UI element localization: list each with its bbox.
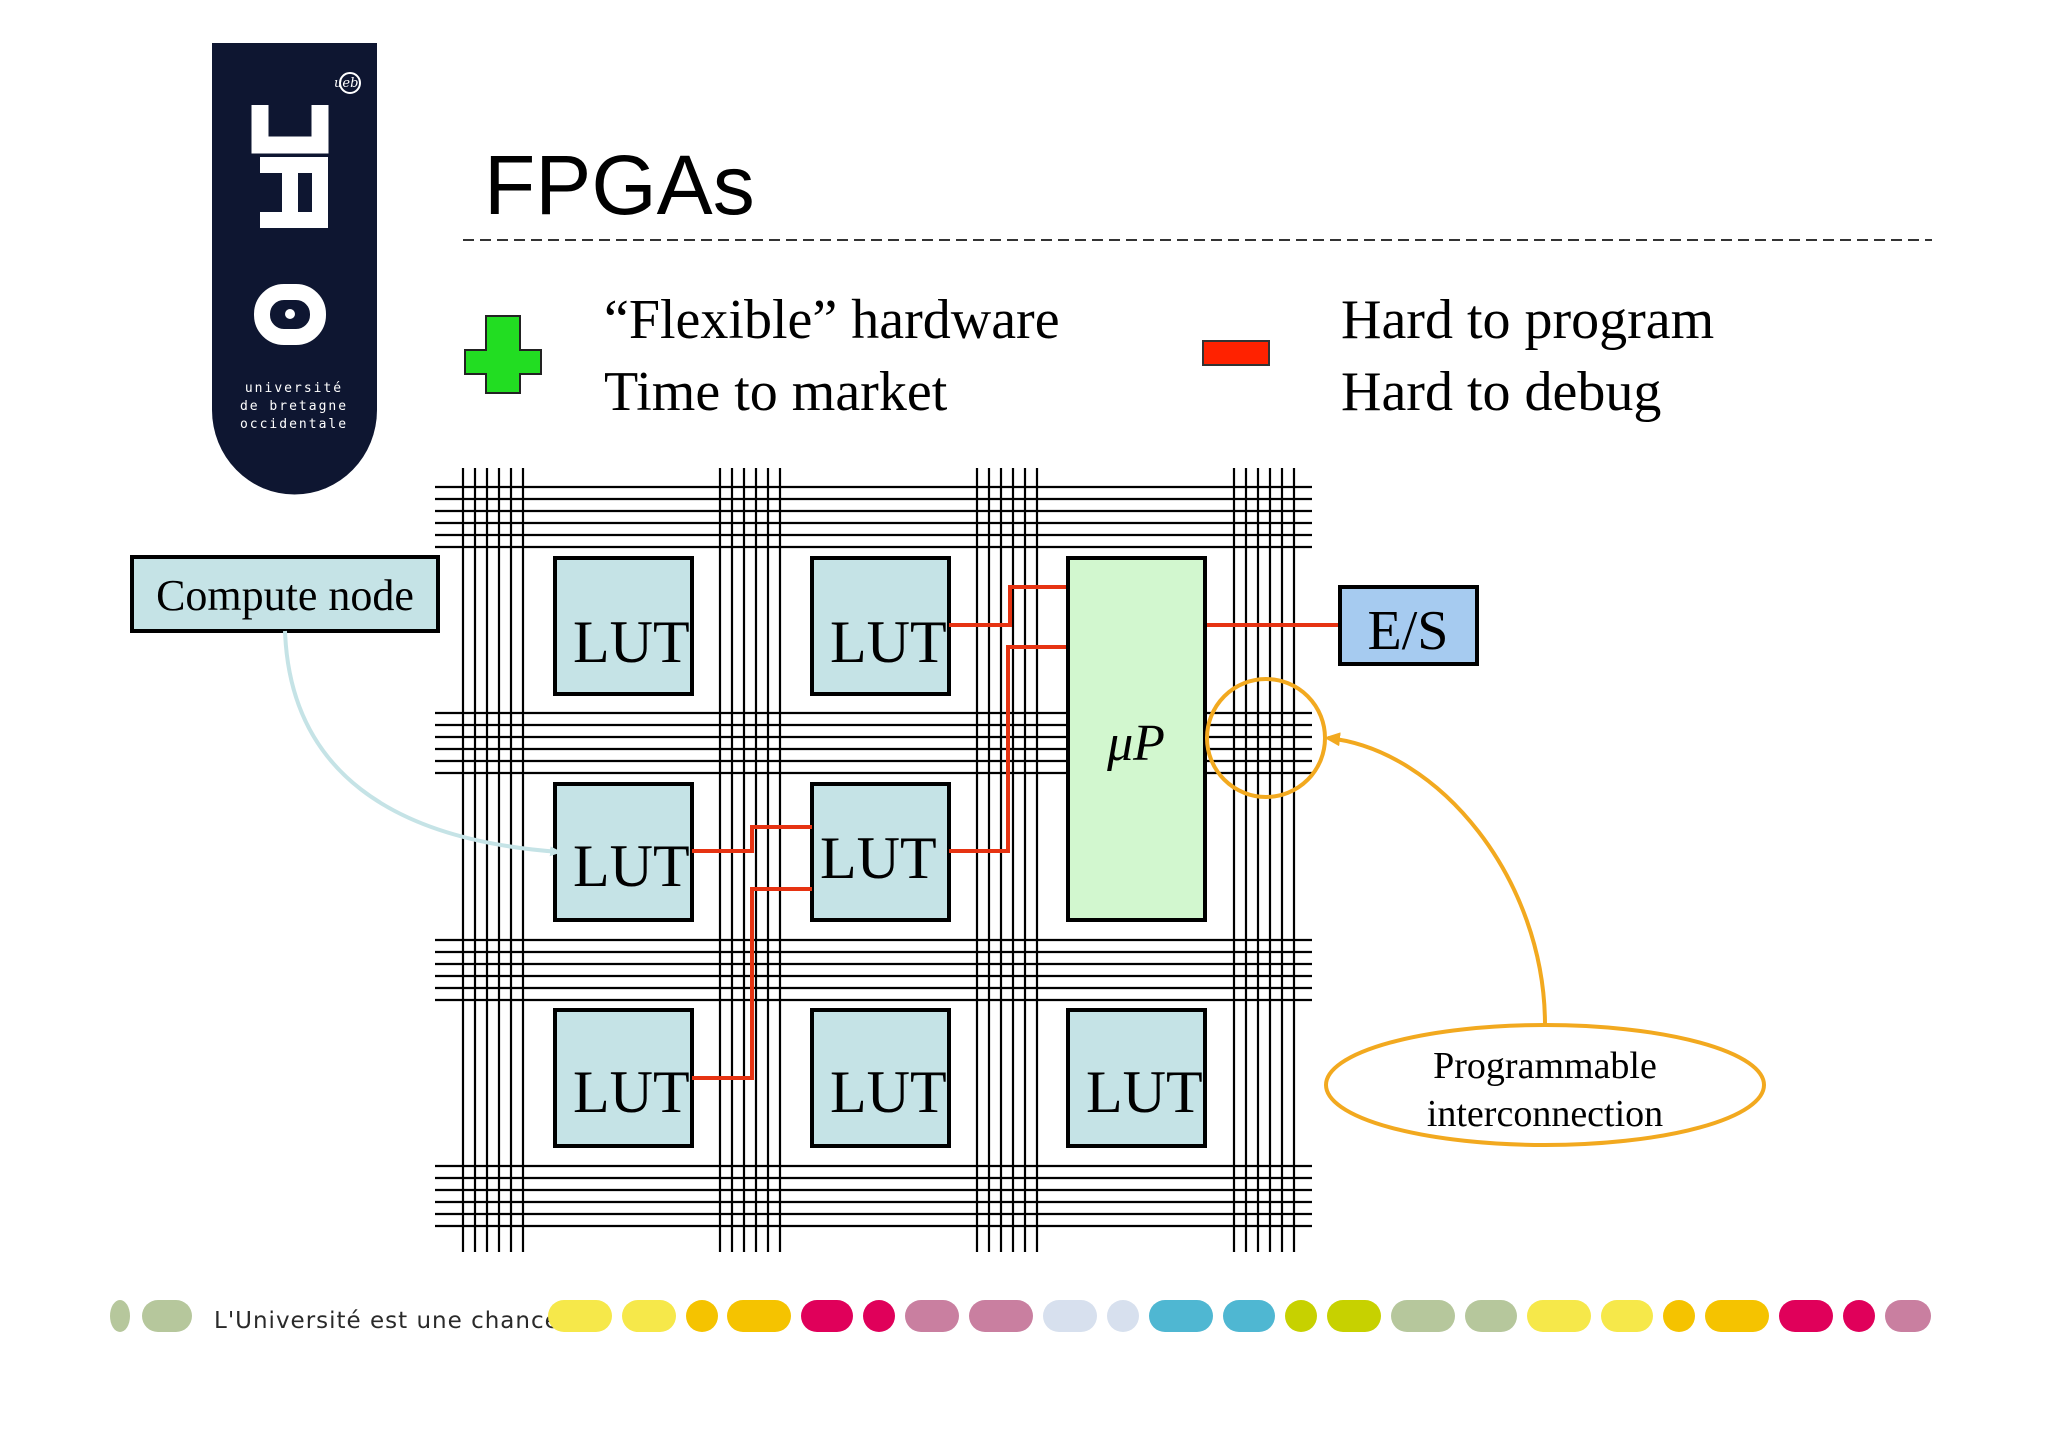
lut-label: LUT — [573, 1059, 690, 1125]
footer-dot — [801, 1300, 853, 1332]
minus-icon — [1202, 340, 1270, 366]
logo-line-2: de bretagne — [240, 399, 348, 414]
footer-dot — [686, 1300, 718, 1332]
lut-block: LUT — [810, 1008, 951, 1148]
footer-dot — [863, 1300, 895, 1332]
footer-dot — [142, 1300, 192, 1332]
lut-label: LUT — [820, 825, 937, 891]
lut-label: LUT — [573, 833, 690, 899]
io-block: E/S — [1338, 585, 1479, 666]
footer-dot — [1527, 1300, 1591, 1332]
compute-node-label: Compute node — [156, 571, 414, 620]
interconnect-label-2: interconnection — [1427, 1093, 1663, 1135]
footer-dot — [1107, 1300, 1139, 1332]
microprocessor-label: μP — [1106, 715, 1165, 772]
footer-pills-left — [110, 1300, 192, 1332]
interconnect-callout: Programmable interconnection — [1205, 677, 1766, 1147]
footer-dot — [1705, 1300, 1769, 1332]
interconnect-bubble — [1324, 1023, 1766, 1147]
pros-line-2: Time to market — [604, 361, 948, 423]
footer-dot — [1327, 1300, 1381, 1332]
footer-dot — [1843, 1300, 1875, 1332]
footer-dot — [1043, 1300, 1097, 1332]
logo-badge: ueb — [334, 76, 358, 91]
footer-dot — [1223, 1300, 1275, 1332]
interconnect-label-1: Programmable — [1433, 1045, 1657, 1087]
fpga-diagram: LUT LUT LUT LUT LUT LU — [130, 468, 1766, 1252]
microprocessor-block: μP — [1066, 556, 1207, 922]
footer-dot — [622, 1300, 676, 1332]
signal-wires — [692, 585, 1340, 1080]
wire-lut-to-uP-mid — [949, 645, 1068, 853]
cons-line-1: Hard to program — [1341, 289, 1714, 351]
footer-dot — [1149, 1300, 1213, 1332]
footer-band: L'Université est une chance — [110, 1300, 1931, 1334]
footer-dot — [727, 1300, 791, 1332]
lut-block: LUT — [1066, 1008, 1207, 1148]
interconnect-arrow — [1324, 732, 1547, 1026]
wire-lut-to-lut-row2 — [692, 825, 812, 853]
lut-label: LUT — [830, 1059, 947, 1125]
logo-line-3: occidentale — [240, 417, 348, 432]
footer-dot — [1885, 1300, 1931, 1332]
footer-dot — [1391, 1300, 1455, 1332]
footer-dot — [905, 1300, 959, 1332]
lut-label: LUT — [1086, 1059, 1203, 1125]
pros-block: “Flexible” hardware Time to market — [464, 289, 1060, 423]
cons-line-2: Hard to debug — [1341, 361, 1661, 423]
routing-grid — [435, 468, 1312, 1252]
logo-line-1: université — [245, 381, 343, 396]
cons-block: Hard to program Hard to debug — [1202, 289, 1714, 423]
footer-dot — [1663, 1300, 1695, 1332]
footer-dot — [548, 1300, 612, 1332]
footer-pills-right — [548, 1300, 1931, 1332]
io-label: E/S — [1368, 600, 1449, 662]
wire-lut-to-uP-top — [949, 585, 1068, 627]
wire-lut-row3-to-lut-row2 — [692, 887, 812, 1080]
plus-icon — [464, 315, 542, 394]
lut-block: LUT — [553, 1008, 694, 1148]
lut-block: LUT — [553, 556, 694, 696]
lut-block: LUT — [553, 782, 694, 922]
compute-node-arrow — [283, 630, 562, 857]
lut-label: LUT — [573, 609, 690, 675]
lut-block: LUT — [810, 782, 951, 922]
lut-block: LUT — [810, 556, 951, 696]
slide-title: FPGAs — [484, 138, 755, 232]
footer-dot — [1465, 1300, 1517, 1332]
pros-line-1: “Flexible” hardware — [604, 289, 1060, 351]
footer-dot — [969, 1300, 1033, 1332]
ubo-logo: ueb université de bretagne occidentale — [212, 43, 377, 495]
footer-dot — [1601, 1300, 1653, 1332]
footer-dot — [1285, 1300, 1317, 1332]
lut-label: LUT — [830, 609, 947, 675]
footer-dot — [1779, 1300, 1833, 1332]
compute-node-callout: Compute node — [130, 555, 562, 857]
footer-slogan: L'Université est une chance — [214, 1308, 560, 1334]
footer-dot — [110, 1300, 130, 1332]
